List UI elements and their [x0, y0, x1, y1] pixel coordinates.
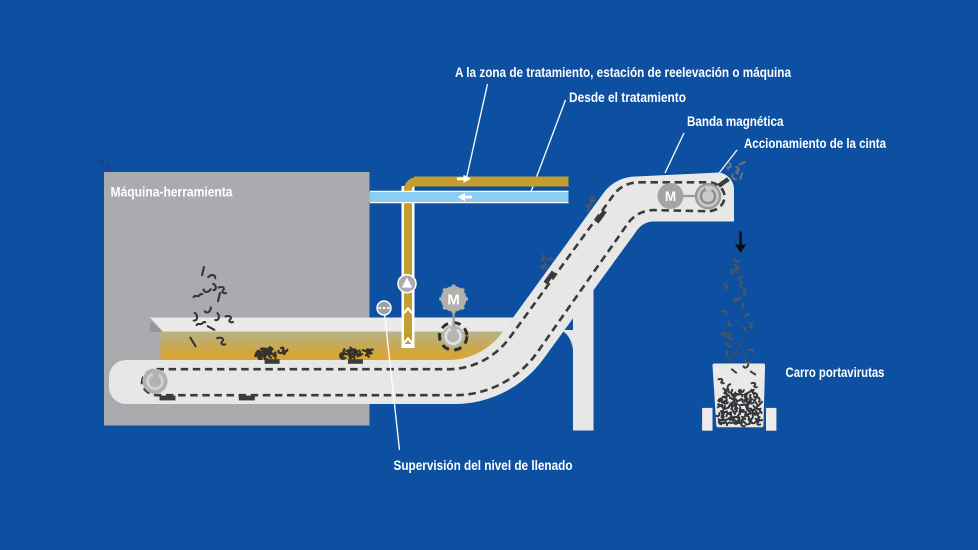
- svg-text:A la zona de tratamiento, esta: A la zona de tratamiento, estación de re…: [455, 65, 791, 80]
- svg-text:Carro portavirutas: Carro portavirutas: [786, 364, 885, 380]
- svg-text:M: M: [665, 189, 676, 204]
- svg-text:M: M: [447, 292, 460, 309]
- svg-text:Máquina-herramienta: Máquina-herramienta: [111, 184, 233, 200]
- svg-text:Desde el tratamiento: Desde el tratamiento: [569, 90, 686, 105]
- svg-text:Banda magnética: Banda magnética: [687, 114, 784, 129]
- svg-text:Accionamiento de la cinta: Accionamiento de la cinta: [744, 136, 886, 151]
- svg-text:Supervisión del nivel de llena: Supervisión del nivel de llenado: [394, 457, 573, 473]
